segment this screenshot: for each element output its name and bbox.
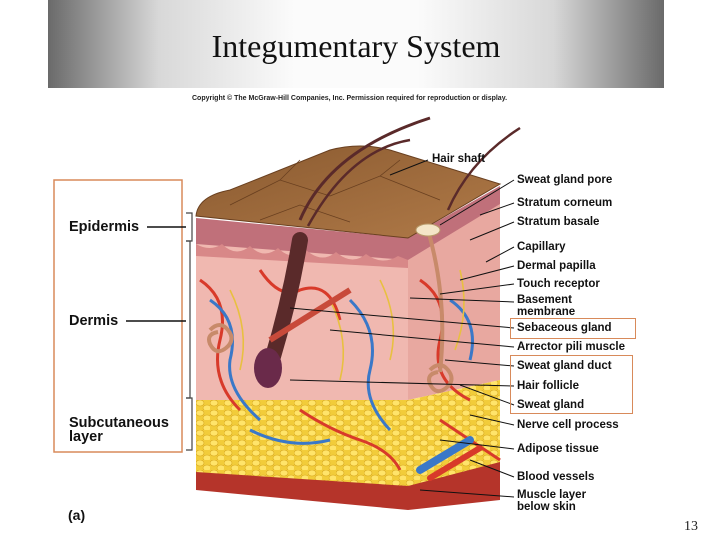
layer-brackets	[186, 212, 193, 451]
veins	[209, 298, 474, 445]
sweat-gland-highlight-box	[510, 355, 633, 414]
slide-number: 13	[684, 519, 698, 534]
label-arrector-pili-muscle: Arrector pili muscle	[517, 341, 626, 353]
label-muscle-layer-below-skin: Muscle layer below skin	[517, 489, 587, 513]
label-adipose-tissue: Adipose tissue	[517, 443, 599, 455]
label-stratum-basale: Stratum basale	[517, 216, 600, 228]
label-blood-vessels: Blood vessels	[517, 471, 595, 483]
label-sweat-gland-pore: Sweat gland pore	[517, 174, 613, 186]
sweat-pore	[415, 223, 441, 237]
label-hair-shaft: Hair shaft	[432, 153, 486, 165]
left-labels-frame	[53, 179, 183, 453]
label-capillary: Capillary	[517, 241, 566, 253]
label-basement-membrane: Basement membrane	[517, 294, 576, 318]
muscle-layer	[196, 460, 500, 510]
label-touch-receptor: Touch receptor	[517, 278, 600, 290]
hair-follicle-group	[254, 116, 521, 388]
left-leader-lines	[126, 226, 186, 322]
label-sweat-gland-duct: Sweat gland duct	[517, 360, 612, 372]
label-subcutaneous-layer: Subcutaneous layer	[69, 415, 169, 445]
right-leader-lines	[289, 159, 515, 498]
sebaceous-gland-highlight-box	[510, 318, 636, 339]
label-epidermis: Epidermis	[69, 219, 140, 235]
label-stratum-corneum: Stratum corneum	[517, 197, 613, 209]
skin-surface	[195, 145, 502, 239]
copyright-notice: Copyright © The McGraw-Hill Companies, I…	[192, 95, 508, 102]
sweat-gland-coils	[207, 229, 454, 394]
label-nerve-cell-process: Nerve cell process	[517, 419, 619, 431]
label-sweat-gland: Sweat gland	[517, 399, 585, 411]
surface-cracks	[229, 159, 441, 223]
label-sebaceous-gland: Sebaceous gland	[517, 322, 612, 334]
large-blood-vessel	[416, 436, 474, 474]
label-dermis: Dermis	[69, 313, 119, 329]
label-dermal-papilla: Dermal papilla	[517, 260, 596, 272]
figure-tag: (a)	[68, 507, 86, 523]
subcutaneous-fat	[196, 380, 500, 486]
title-bar: Integumentary System	[48, 0, 664, 88]
slide-title: Integumentary System	[211, 28, 501, 64]
epidermis-band	[196, 186, 500, 260]
label-hair-follicle: Hair follicle	[517, 380, 579, 392]
